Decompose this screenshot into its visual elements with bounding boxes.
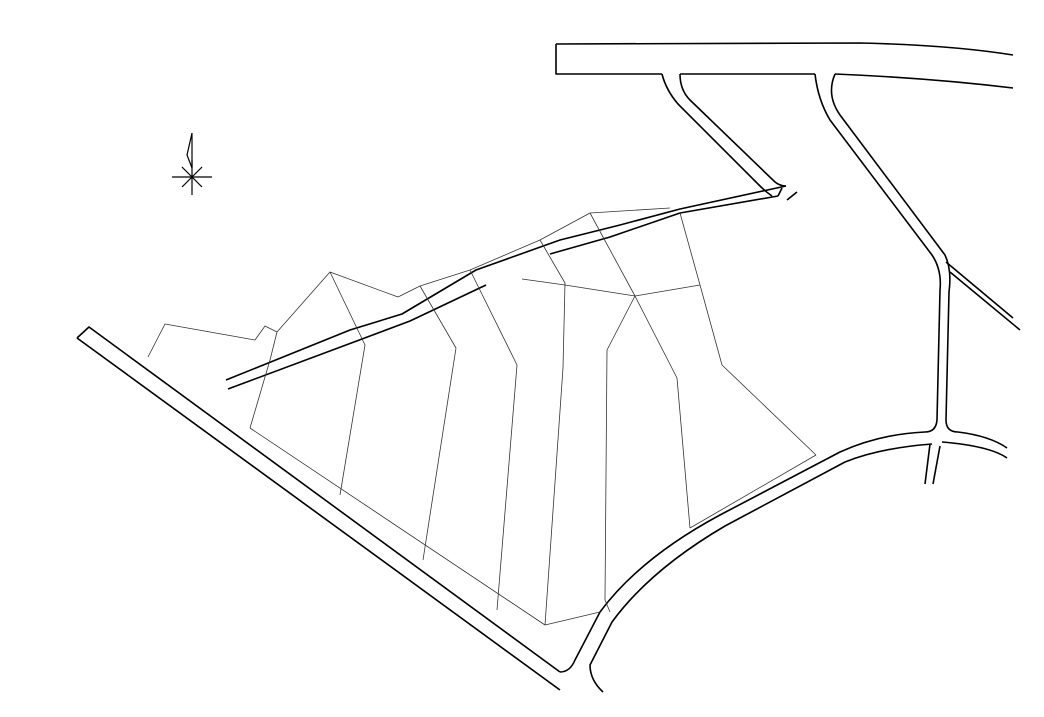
road-spur-northwest <box>661 73 798 201</box>
road-southeast-junction <box>924 431 1008 485</box>
road-south-curve <box>559 431 933 693</box>
road-west-diagonal <box>76 326 561 691</box>
road-east-curve <box>814 73 1021 433</box>
road-north <box>555 42 1014 89</box>
road-internal-diagonal <box>225 185 787 390</box>
parcel-lines <box>147 207 817 626</box>
north-arrow-icon <box>172 132 212 195</box>
